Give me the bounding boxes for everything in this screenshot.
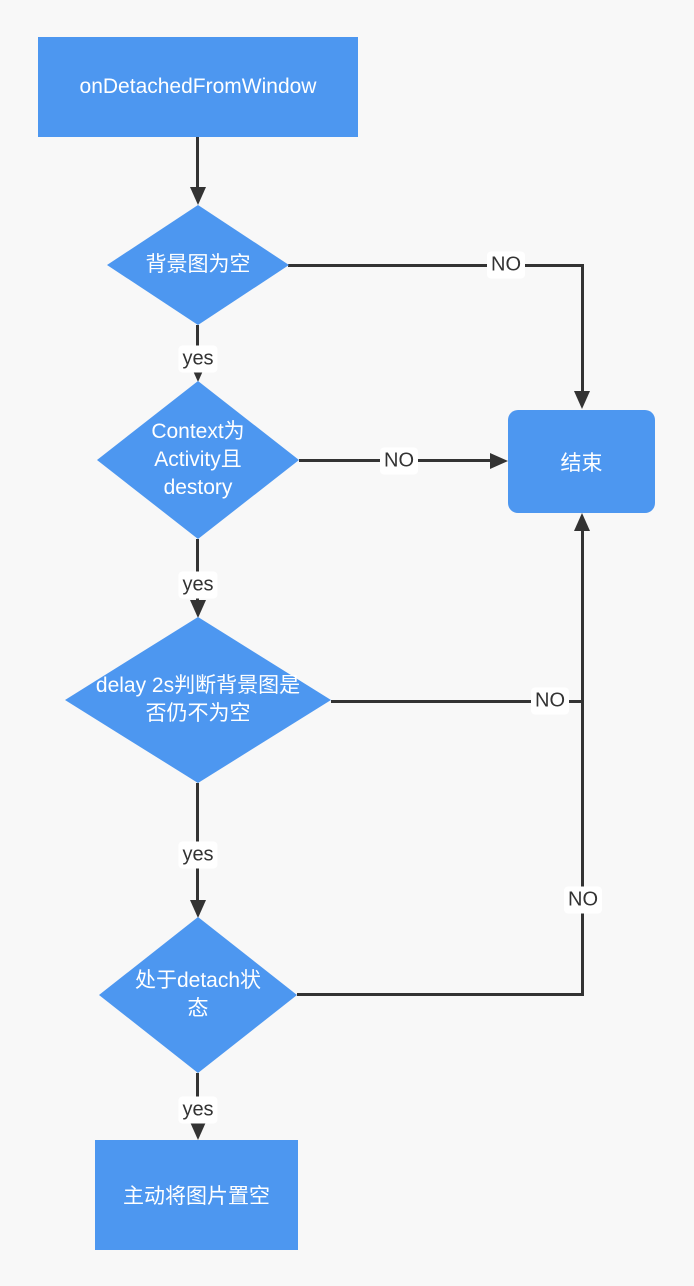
edge-label-yes: yes xyxy=(178,345,218,373)
decision-line: destory xyxy=(163,475,233,499)
arrowhead-right-icon xyxy=(490,453,508,469)
arrowhead-down-icon xyxy=(190,900,206,918)
node-end-label: 结束 xyxy=(560,451,603,475)
decision-line: Context为 xyxy=(151,420,245,444)
edge-label-yes: yes xyxy=(178,1096,218,1124)
decision-delay-bg-still-not-empty: delay 2s判断背景图是 否仍不为空 xyxy=(65,617,331,783)
decision-line: 否仍不为空 xyxy=(145,702,251,725)
node-on-detached-from-window: onDetachedFromWindow xyxy=(38,37,358,137)
decision-in-detach-state: 处于detach状 态 xyxy=(99,917,297,1073)
edge-label-no: NO xyxy=(531,687,569,715)
arrowhead-down-icon xyxy=(190,187,206,205)
edge-label-no: NO xyxy=(487,251,525,279)
connector-check-detach-no-horizontal xyxy=(297,993,584,996)
decision-in-detach-state-label: 处于detach状 态 xyxy=(135,967,261,1022)
decision-line: 背景图为空 xyxy=(145,253,251,277)
edge-label-no: NO xyxy=(380,447,418,475)
decision-delay-bg-still-not-empty-label: delay 2s判断背景图是 否仍不为空 xyxy=(96,672,300,727)
connector-check-delay-no xyxy=(331,700,583,703)
connector-check-bg-no-horizontal xyxy=(288,264,584,267)
connector-check-bg-no-vertical xyxy=(581,264,584,394)
decision-bg-image-empty-label: 背景图为空 xyxy=(146,251,251,279)
arrowhead-up-icon xyxy=(574,513,590,531)
decision-line: Activity且 xyxy=(154,448,242,472)
connector-check-detach-no-vertical xyxy=(581,527,584,995)
decision-line: 态 xyxy=(187,997,209,1020)
edge-label-no: NO xyxy=(564,886,602,914)
arrowhead-down-icon xyxy=(190,600,206,618)
edge-label-yes: yes xyxy=(178,571,218,599)
node-set-image-null-label: 主动将图片置空 xyxy=(123,1185,270,1208)
node-end: 结束 xyxy=(508,410,655,513)
decision-line: delay 2s判断背景图是 xyxy=(95,674,301,698)
node-set-image-null: 主动将图片置空 xyxy=(95,1140,298,1250)
decision-context-activity-destroy: Context为 Activity且 destory xyxy=(97,381,299,539)
edge-label-yes: yes xyxy=(178,841,218,869)
decision-context-activity-destroy-label: Context为 Activity且 destory xyxy=(151,418,244,501)
arrowhead-down-icon xyxy=(574,391,590,409)
decision-line: 处于detach状 xyxy=(134,969,262,993)
connector-start-to-check-bg xyxy=(196,137,199,191)
connector-check-context-yes xyxy=(196,539,199,603)
arrowhead-down-icon xyxy=(190,1122,206,1140)
decision-bg-image-empty: 背景图为空 xyxy=(107,205,289,325)
node-on-detached-from-window-label: onDetachedFromWindow xyxy=(79,75,317,98)
